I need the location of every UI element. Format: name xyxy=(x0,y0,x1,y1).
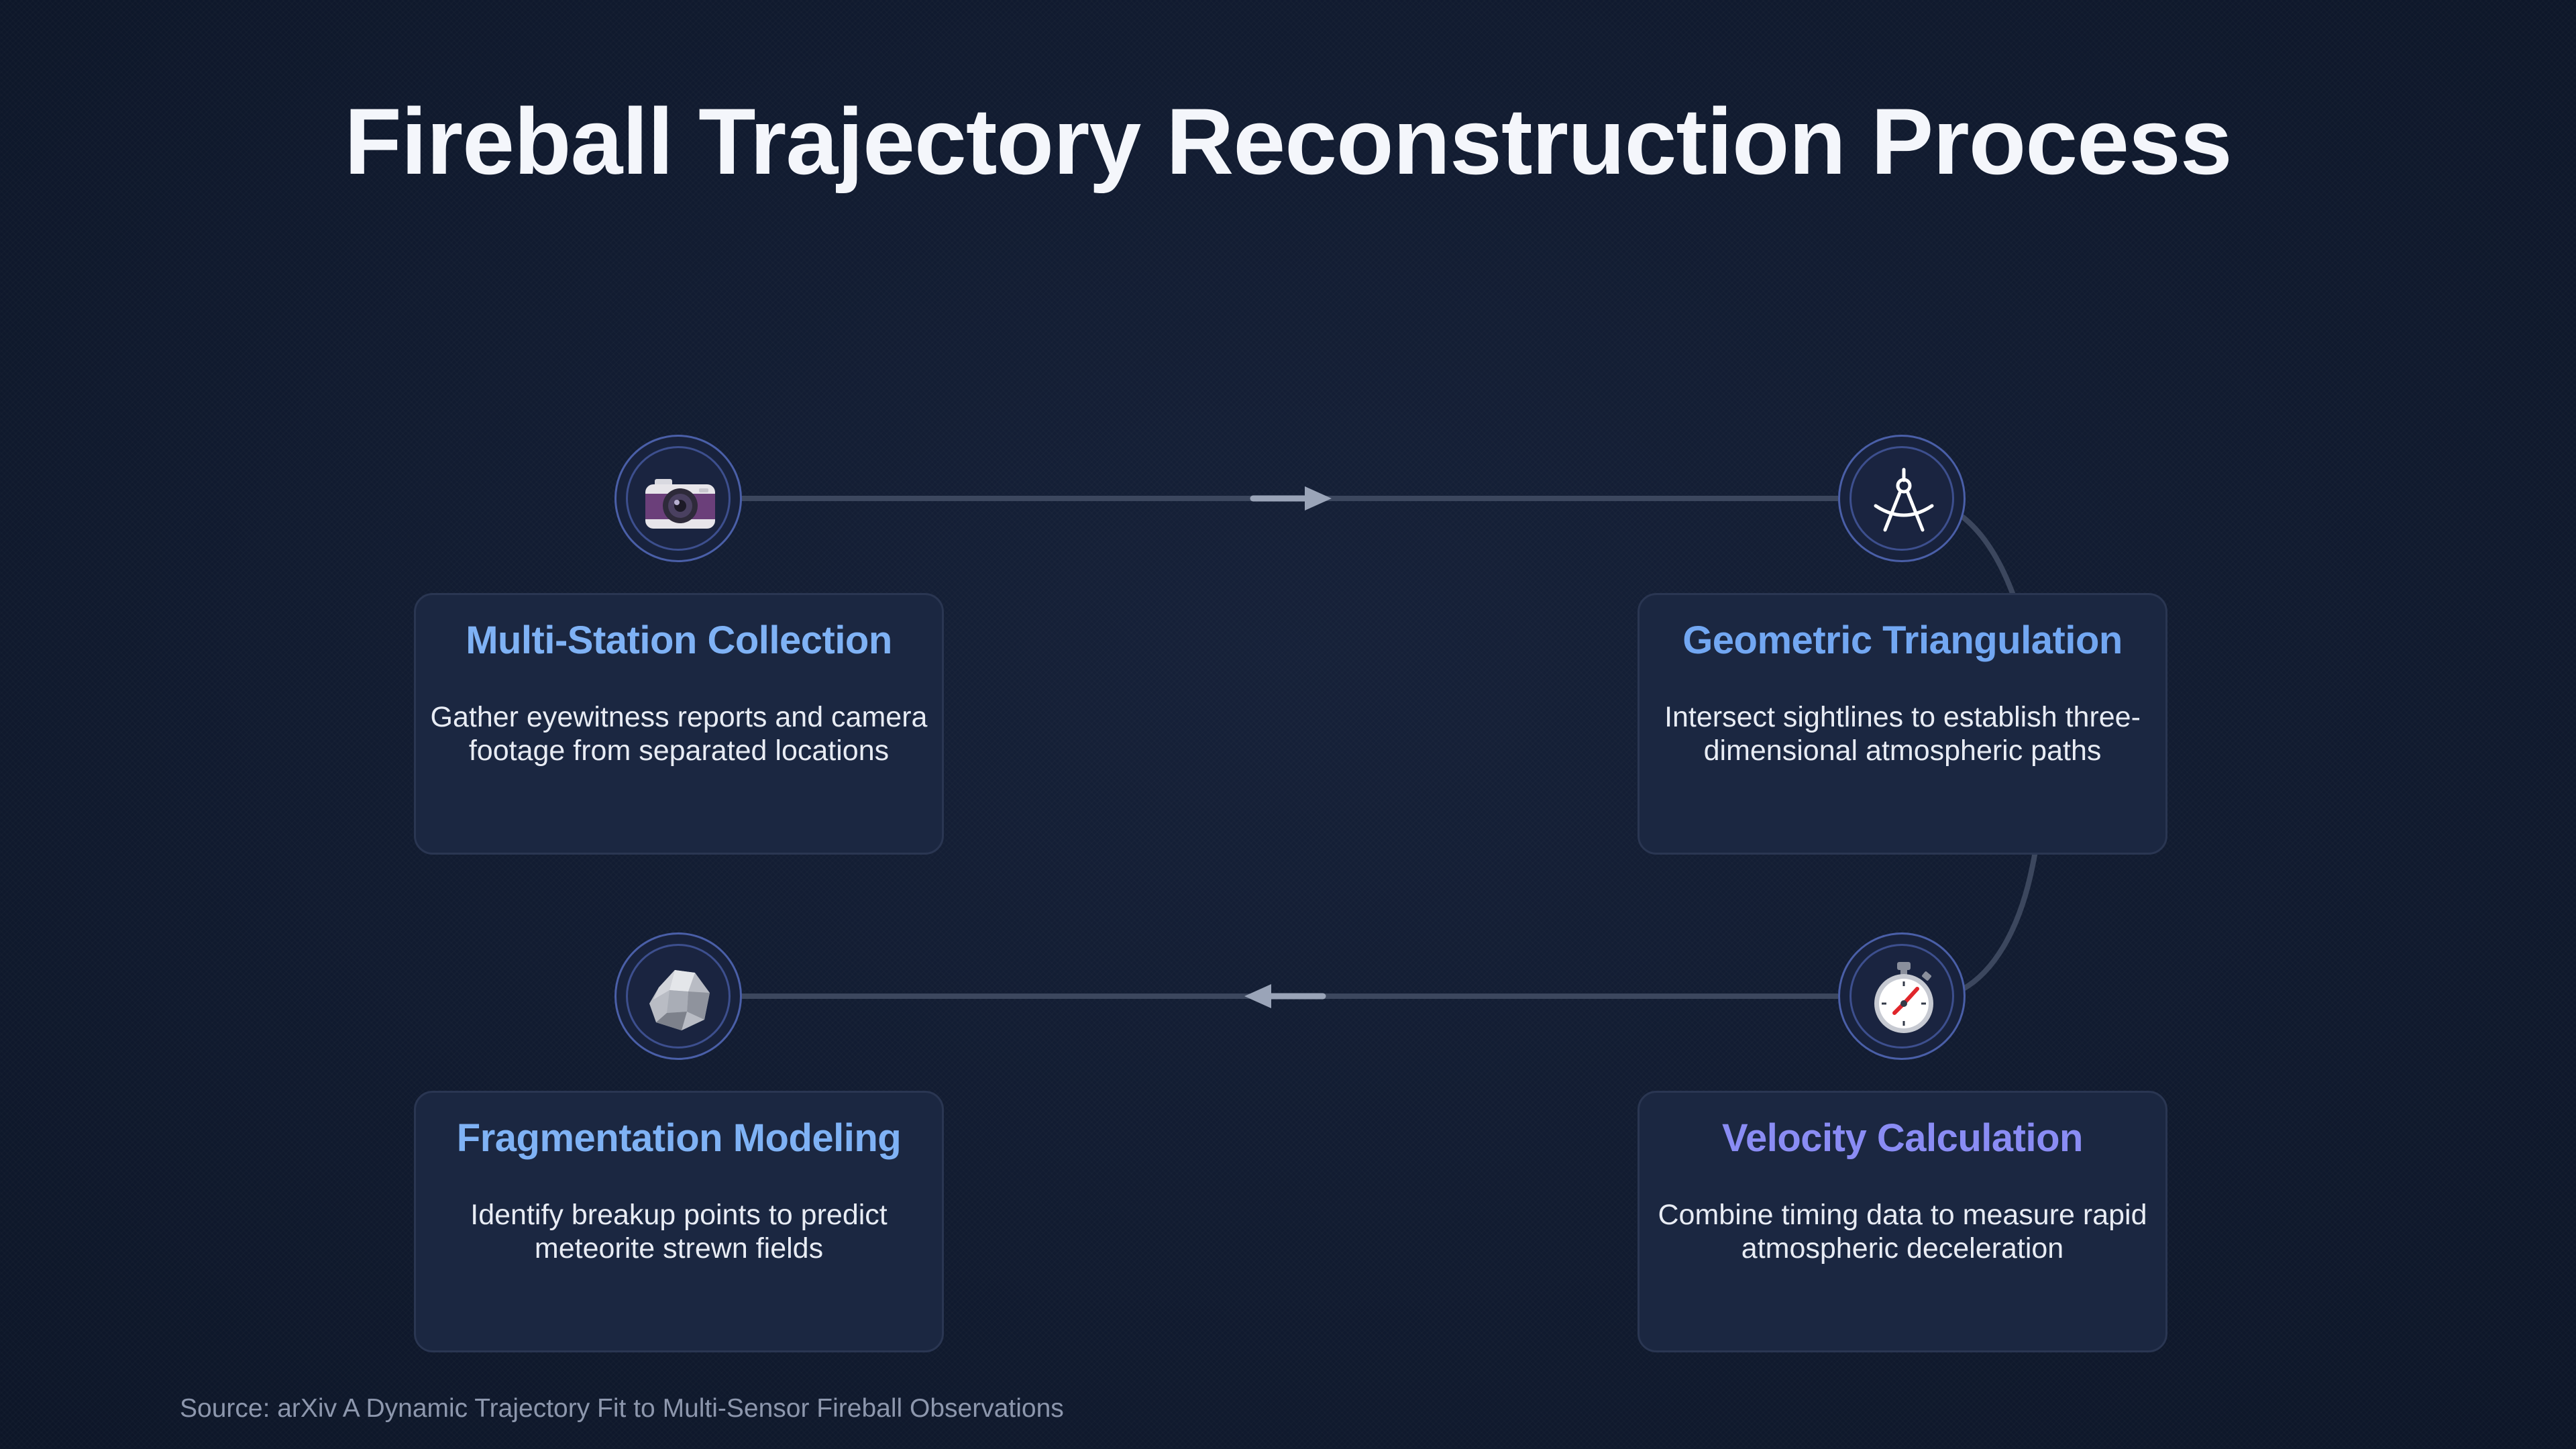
step-2-title: Geometric Triangulation xyxy=(1682,619,2123,662)
step-4-description: Identify breakup points to predict meteo… xyxy=(470,1199,888,1265)
step-1-title: Multi-Station Collection xyxy=(466,619,892,662)
step-card-fragmentation-modeling: Fragmentation Modeling Identify breakup … xyxy=(414,1091,944,1352)
step-1-description: Gather eyewitness reports and camera foo… xyxy=(430,701,928,767)
step-card-velocity-calculation: Velocity Calculation Combine timing data… xyxy=(1638,1091,2167,1352)
step-4-title: Fragmentation Modeling xyxy=(456,1116,902,1160)
step-3-title: Velocity Calculation xyxy=(1722,1116,2083,1160)
source-citation: Source: arXiv A Dynamic Trajectory Fit t… xyxy=(180,1394,1064,1423)
rock-icon xyxy=(649,970,710,1030)
step-4-icon-badge xyxy=(614,932,742,1060)
stopwatch-icon xyxy=(1874,962,1933,1033)
step-2-description: Intersect sightlines to establish three-… xyxy=(1664,701,2141,767)
camera-icon xyxy=(645,479,715,529)
step-card-geometric-triangulation: Geometric Triangulation Intersect sightl… xyxy=(1638,593,2167,855)
step-3-description: Combine timing data to measure rapid atm… xyxy=(1658,1199,2147,1265)
step-1-icon-badge xyxy=(614,435,742,562)
page-title: Fireball Trajectory Reconstruction Proce… xyxy=(344,89,2232,194)
step-3-icon-badge xyxy=(1838,932,1966,1060)
arrow-right-icon xyxy=(1250,486,1332,511)
arrow-left-icon xyxy=(1244,984,1326,1008)
step-2-icon-badge xyxy=(1838,435,1966,562)
step-card-multi-station-collection: Multi-Station Collection Gather eyewitne… xyxy=(414,593,944,855)
compass-icon xyxy=(1874,468,1934,532)
